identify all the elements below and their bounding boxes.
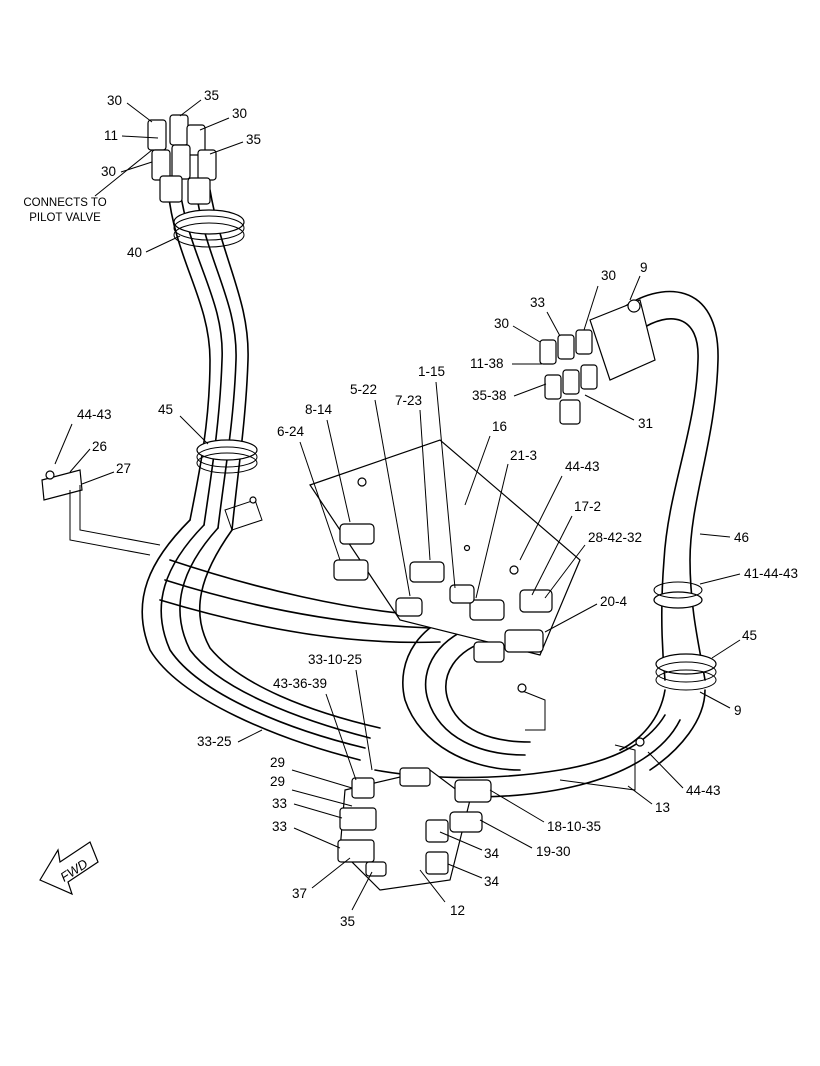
callout: 30 <box>601 268 616 283</box>
callout: 45 <box>742 628 757 643</box>
callout: 41-44-43 <box>744 566 798 581</box>
callout: 27 <box>116 461 131 476</box>
fittings-right-block <box>539 299 656 425</box>
callout: 17-2 <box>574 499 601 514</box>
connects-note: CONNECTS TO PILOT VALVE <box>23 149 153 224</box>
brackets <box>41 439 645 791</box>
callout: 9 <box>640 260 648 275</box>
callout: 16 <box>492 419 507 434</box>
callout: 34 <box>484 846 500 861</box>
fittings-lower-manifold <box>337 767 492 891</box>
fittings-upper-left <box>147 114 217 205</box>
callout: 6-24 <box>277 424 305 439</box>
callout: 35 <box>246 132 261 147</box>
callout: 40 <box>127 245 142 260</box>
callout: 11-38 <box>470 356 504 371</box>
callout: 9 <box>734 703 742 718</box>
callout: 37 <box>292 886 307 901</box>
callout: 30 <box>232 106 247 121</box>
callout: 12 <box>450 903 465 918</box>
callout: 44-43 <box>565 459 600 474</box>
callout: 1-15 <box>418 364 445 379</box>
callouts: 30 35 30 11 35 30 40 45 44-43 26 27 8-14… <box>54 88 798 929</box>
callout: 43-36-39 <box>273 676 327 691</box>
callout: 7-23 <box>395 393 422 408</box>
forward-arrow: FWD <box>39 841 99 896</box>
callout: 29 <box>270 774 285 789</box>
callout: 34 <box>484 874 500 889</box>
callout: 45 <box>158 402 173 417</box>
callout: 8-14 <box>305 402 333 417</box>
callout: 30 <box>107 93 122 108</box>
callout: 13 <box>655 800 670 815</box>
callout: 33 <box>272 796 287 811</box>
callout: 18-10-35 <box>547 819 601 834</box>
callout: 46 <box>734 530 749 545</box>
callout: 11 <box>104 128 118 143</box>
callout: 30 <box>101 164 116 179</box>
callout: 31 <box>638 416 653 431</box>
callout: 35-38 <box>472 388 507 403</box>
callout: 35 <box>204 88 219 103</box>
callout: 19-30 <box>536 844 571 859</box>
connects-note-line2: PILOT VALVE <box>29 212 101 224</box>
callout: 33-10-25 <box>308 652 362 667</box>
clamps <box>173 209 717 691</box>
callout: 35 <box>340 914 355 929</box>
callout: 20-4 <box>600 594 628 609</box>
callout: 33 <box>530 295 545 310</box>
callout: 21-3 <box>510 448 537 463</box>
connects-note-line1: CONNECTS TO <box>23 197 106 209</box>
callout: 44-43 <box>77 407 112 422</box>
callout: 44-43 <box>686 783 721 798</box>
callout: 5-22 <box>350 382 377 397</box>
callout: 30 <box>494 316 509 331</box>
callout: 26 <box>92 439 107 454</box>
callout: 33-25 <box>197 734 232 749</box>
callout: 28-42-32 <box>588 530 642 545</box>
fittings-center-manifold <box>333 523 553 663</box>
callout: 29 <box>270 755 285 770</box>
callout: 33 <box>272 819 287 834</box>
